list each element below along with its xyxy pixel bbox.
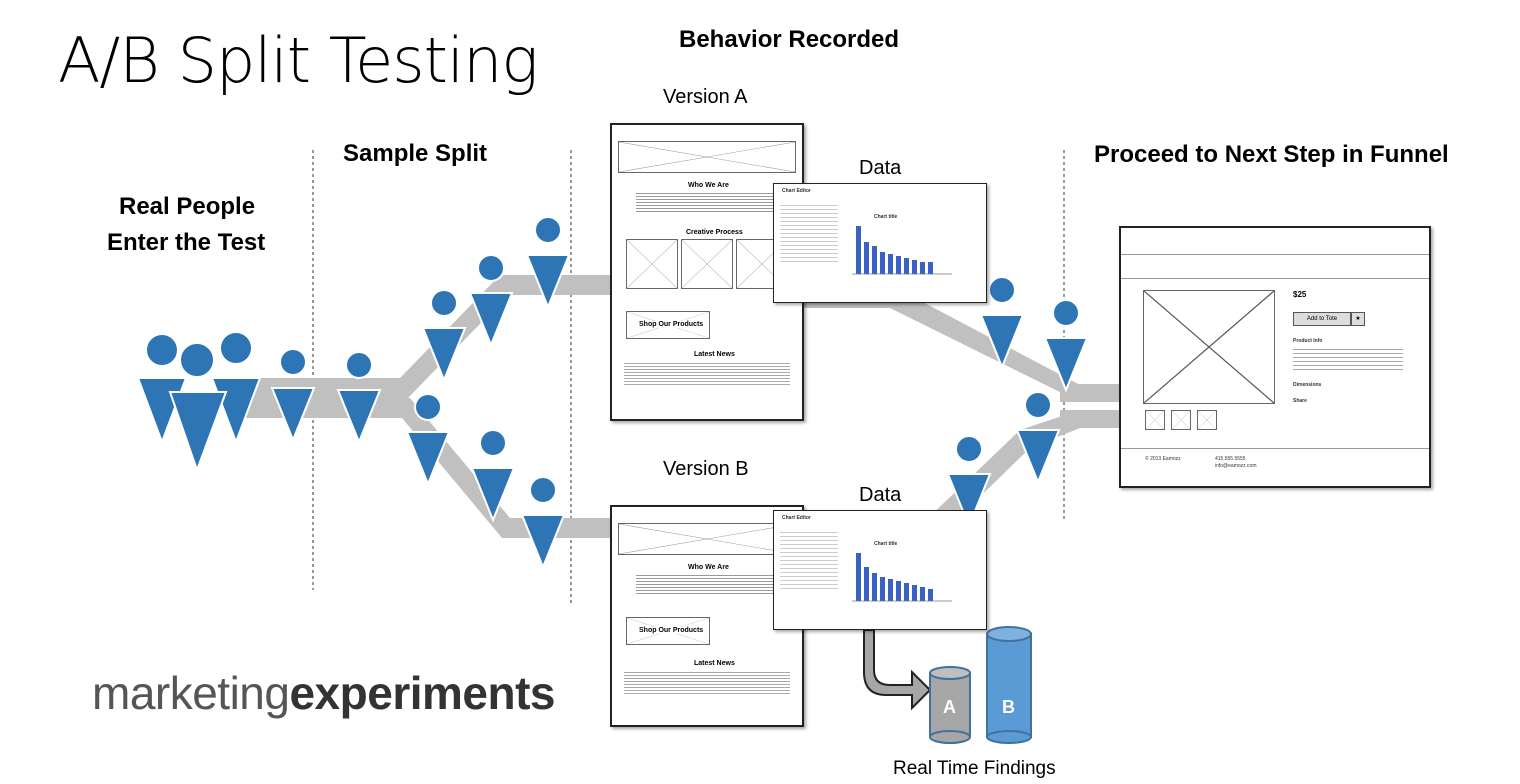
product-page-wireframe: $25 Add to Tote ★ Product Info Dimension…: [1119, 226, 1431, 488]
footer-phone: 415.555.5555: [1215, 456, 1246, 462]
who-we-are-text: Who We Are: [688, 564, 729, 571]
latest-news-text: Latest News: [694, 660, 735, 667]
editor-options: [780, 202, 838, 262]
people-group: [136, 216, 1089, 570]
creative-process-text: Creative Process: [686, 229, 743, 236]
logo-part-1: marketing: [92, 667, 290, 719]
product-description: [1293, 346, 1403, 372]
shop-products-text: Shop Our Products: [639, 627, 704, 634]
who-we-are-text: Who We Are: [688, 182, 729, 189]
image-placeholder-2: [681, 239, 733, 289]
chart-title-text: Chart title: [874, 214, 898, 220]
data-a-label: Data: [859, 157, 902, 179]
chart-title-text: Chart title: [874, 541, 898, 547]
chart-editor-title: Chart Editor: [782, 188, 811, 194]
findings-arrow: [863, 629, 932, 711]
thumbnail-2: [1171, 410, 1191, 430]
chart-editor-b: Chart Editor Chart title: [773, 510, 987, 630]
version-a-label: Version A: [663, 86, 748, 108]
real-people-heading-1: Real People: [119, 193, 256, 220]
hero-image-placeholder: [618, 141, 796, 173]
behavior-recorded-heading: Behavior Recorded: [679, 26, 900, 53]
text-block: [636, 191, 776, 213]
nav-divider: [1121, 254, 1429, 255]
editor-options: [780, 529, 838, 589]
logo-part-2: experiments: [289, 667, 555, 719]
subnav-divider: [1121, 278, 1429, 279]
share-label: Share: [1293, 398, 1307, 404]
proceed-heading: Proceed to Next Step in Funnel: [1094, 141, 1449, 168]
chart-editor-title: Chart Editor: [782, 515, 811, 521]
latest-news-text: Latest News: [694, 351, 735, 358]
cylinder-a-label: A: [943, 697, 956, 717]
page-title: A/B Split Testing: [58, 24, 539, 97]
wireframe-version-b: Who We Are Shop Our Products Latest News: [610, 505, 804, 727]
footer-email: info@eamozz.com: [1215, 463, 1257, 469]
shop-products-box: Shop Our Products: [626, 617, 710, 645]
cylinder-b-label: B: [1002, 697, 1015, 717]
product-image-placeholder: [1143, 290, 1275, 404]
wireframe-version-a: Who We Are Creative Process Shop Our Pro…: [610, 123, 804, 421]
cylinder-a: [929, 666, 971, 744]
marketing-experiments-logo: marketingexperiments: [92, 666, 555, 720]
hero-image-placeholder: [618, 523, 796, 555]
text-block: [636, 573, 776, 595]
add-to-tote-button: Add to Tote: [1293, 312, 1351, 326]
thumbnail-3: [1197, 410, 1217, 430]
thumbnail-1: [1145, 410, 1165, 430]
shop-products-box: Shop Our Products: [626, 311, 710, 339]
shop-products-text: Shop Our Products: [639, 321, 704, 328]
version-b-label: Version B: [663, 458, 749, 480]
real-people-heading-2: Enter the Test: [107, 229, 266, 256]
product-info-label: Product Info: [1293, 338, 1323, 344]
news-block: [624, 670, 790, 696]
findings-label: Real Time Findings: [893, 758, 1056, 779]
chart-editor-a: Chart Editor Chart title: [773, 183, 987, 303]
footer-divider: [1121, 448, 1429, 449]
news-block: [624, 361, 790, 387]
price-text: $25: [1293, 290, 1307, 299]
data-b-label: Data: [859, 484, 902, 506]
sample-split-heading: Sample Split: [343, 140, 488, 167]
wishlist-button: ★: [1351, 312, 1365, 326]
image-placeholder-1: [626, 239, 678, 289]
footer-copyright: © 2013 Eamozz: [1145, 456, 1181, 462]
bar-chart-a: [852, 226, 952, 275]
cylinder-b: [986, 626, 1032, 744]
bar-chart-b: [852, 553, 952, 602]
dimensions-label: Dimensions: [1293, 382, 1322, 388]
